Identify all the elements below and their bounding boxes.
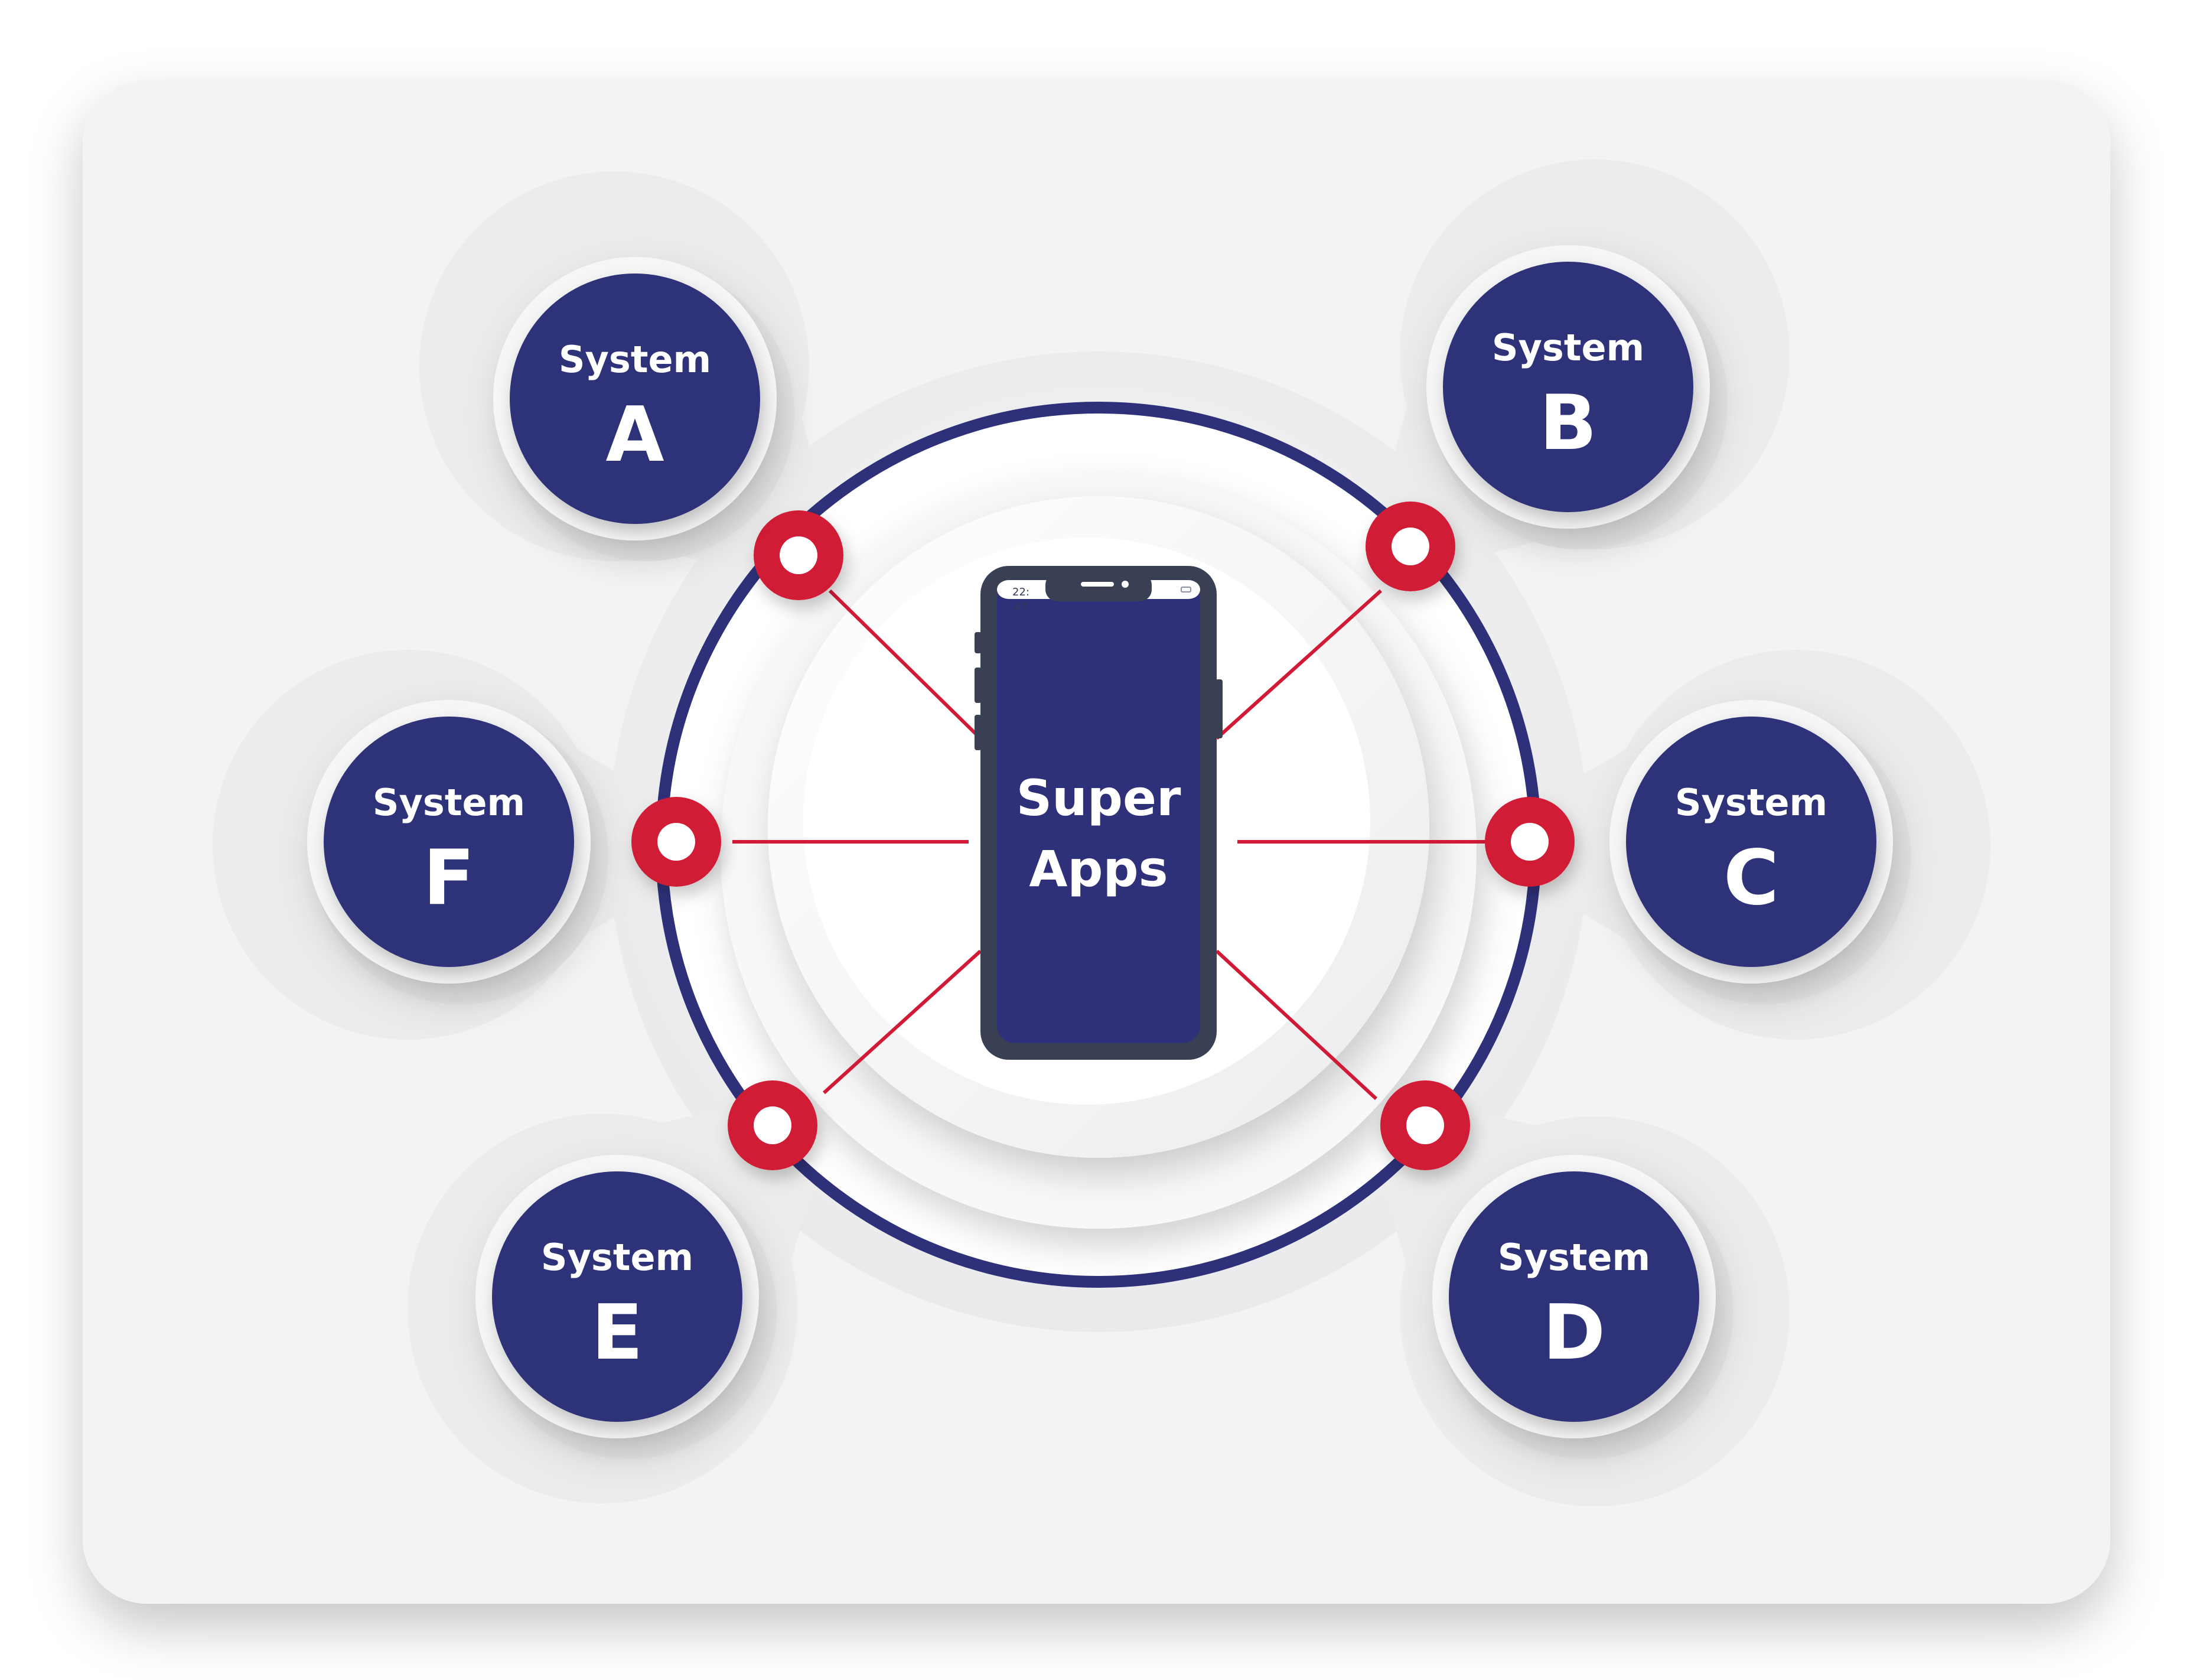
phone-time: 22: (1012, 586, 1029, 598)
ring-node-c (1485, 797, 1575, 887)
phone-notch (1045, 573, 1152, 601)
system-letter-f: F (423, 834, 474, 922)
system-label-b: System (1492, 326, 1644, 369)
system-letter-a: A (605, 391, 664, 479)
ring-node-d (1380, 1080, 1470, 1170)
system-label-d: System (1498, 1236, 1650, 1279)
center-title-line2: Apps (1029, 840, 1168, 898)
connector-line-b (1215, 589, 1383, 740)
connector-line-e (822, 949, 982, 1095)
ring-node-b (1366, 502, 1455, 591)
system-circles: SystemASystemBSystemCSystemDSystemESyste… (307, 245, 1911, 1459)
connector-line-a (828, 589, 982, 740)
phone-time-minutes: 47 (1014, 601, 1027, 614)
system-letter-d: D (1543, 1289, 1605, 1377)
system-label-e: System (541, 1236, 693, 1279)
phone-side-button (975, 668, 982, 703)
phone-speaker (1081, 582, 1114, 587)
connector-lines (732, 589, 1491, 1101)
connector-line-d (1215, 949, 1378, 1101)
phone-side-button (975, 715, 982, 750)
system-letter-c: C (1723, 834, 1779, 922)
ring-nodes (631, 502, 1575, 1170)
system-label-f: System (373, 781, 525, 824)
phone-screen (997, 580, 1200, 1043)
system-letter-e: E (591, 1289, 643, 1377)
phone-side-button (1216, 679, 1223, 738)
phone: 22: 47 Super Apps (975, 566, 1223, 1060)
battery-icon (1181, 587, 1191, 592)
phone-side-button (975, 632, 982, 653)
system-label-a: System (559, 338, 711, 381)
phone-camera (1122, 581, 1129, 588)
center-title-line1: Super (1016, 769, 1181, 827)
ring-node-f (631, 797, 721, 887)
system-letter-b: B (1539, 379, 1597, 467)
ring-node-a (754, 510, 843, 600)
system-label-c: System (1675, 781, 1827, 824)
ring-node-e (728, 1080, 817, 1170)
